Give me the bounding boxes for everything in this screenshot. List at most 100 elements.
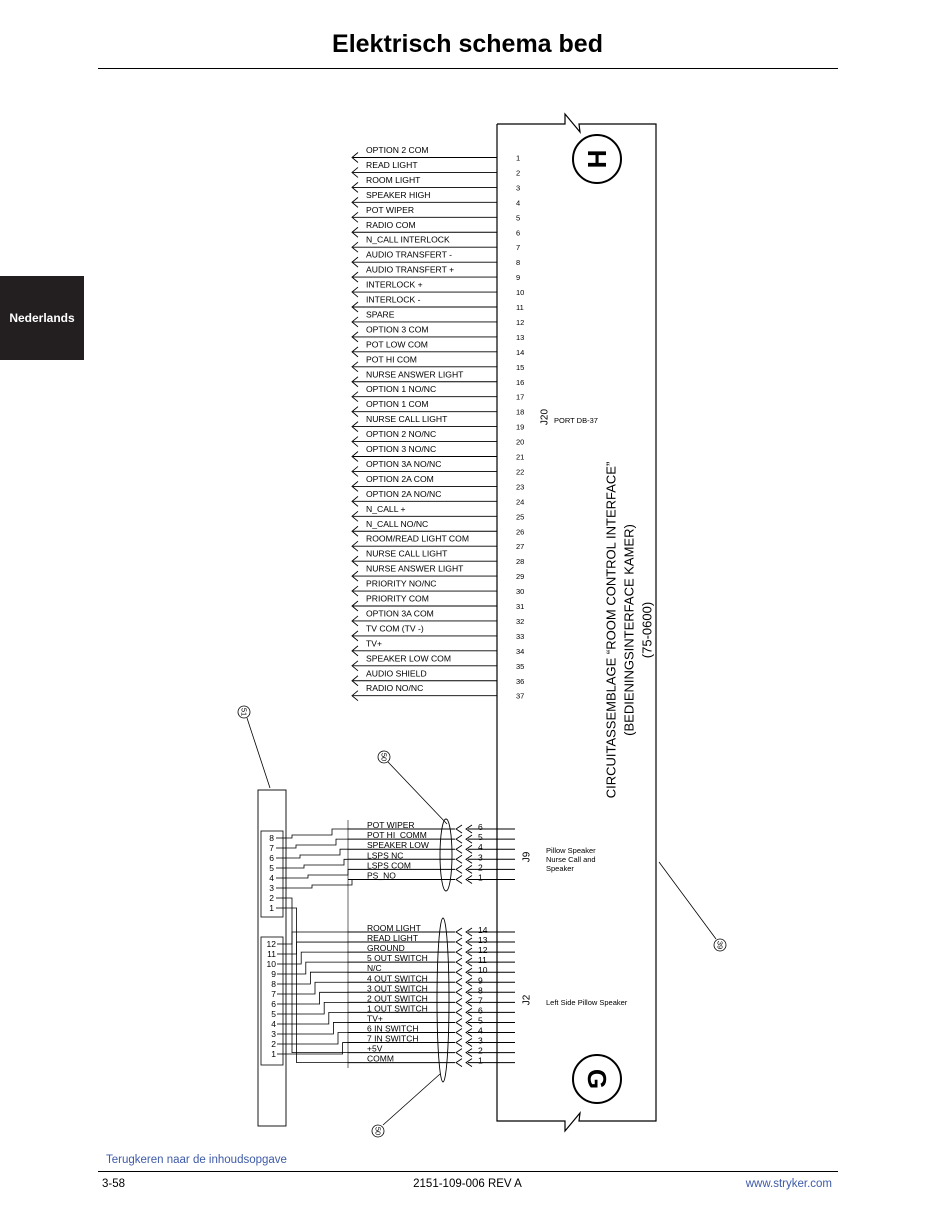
j20-pin-number: 16 [516,378,524,387]
j20-pin-arrow [351,406,359,417]
j20-signal-label: READ LIGHT [366,160,418,170]
j20-pin-arrow [351,211,359,223]
j2-pin-number: 6 [478,1005,483,1015]
callout-leader [382,1073,441,1126]
j20-pin-arrow [351,660,359,672]
j20-signal-label: ROOM LIGHT [366,175,421,185]
j20-pin-arrow [351,481,359,492]
j2-pin-number: 8 [478,985,483,995]
j9-signal-label: LSPS COM [367,860,411,870]
j20-pin-arrow [351,421,359,432]
j20-pin-number: 5 [516,213,520,222]
j20-pin-number: 9 [516,273,520,282]
j20-signal-label: TV+ [366,638,382,648]
j20-signal-label: AUDIO SHIELD [366,668,427,678]
callout-circle [371,1124,385,1138]
j20-pin-number: 34 [516,647,524,656]
j9-pin-arrow [465,844,473,854]
left-lower-pin-number: 6 [271,999,276,1009]
j20-pin-arrow [351,241,359,253]
j20-pin-number: 17 [516,393,524,402]
j2-label: J2 [522,994,533,1005]
j2-pin-arrow [465,1018,473,1027]
j20-signal-label: INTERLOCK + [366,280,423,290]
callout-label: 50 [380,753,389,761]
j2-pin-number: 3 [478,1036,483,1046]
j20-pin-number: 12 [516,318,524,327]
connector-g-label: G [582,1069,612,1089]
j2-pin-arrow [465,957,473,967]
connector-h-label: H [582,150,612,169]
j20-pin-arrow [351,182,359,193]
j2-pin-arrow [455,937,463,947]
language-tab[interactable]: Nederlands [0,276,84,360]
j9-pin-arrow [465,854,473,864]
website-link[interactable]: www.stryker.com [745,1178,832,1190]
j20-signal-label: RADIO COM [366,220,416,230]
j20-pin-arrow [351,376,359,388]
j20-pin-arrow [351,271,359,283]
j20-signal-label: SPARE [366,309,395,319]
j2-pin-arrow [465,987,473,997]
j20-signal-label: N_CALL NO/NC [366,519,428,529]
j20-signal-label: NURSE ANSWER LIGHT [366,564,464,574]
footer-rule [98,1171,838,1172]
j2-pin-number: 13 [478,935,488,945]
j2-signal-label: COMM [367,1054,394,1064]
toc-link[interactable]: Terugkeren naar de inhoudsopgave [106,1154,287,1166]
j9-description: Speaker [546,864,574,873]
left-upper-pin-number: 3 [269,883,274,893]
callout-leader [246,717,271,789]
j20-signal-label: PRIORITY NO/NC [366,579,437,589]
j9-pin-arrow [465,834,473,844]
j20-pin-number: 13 [516,333,524,342]
callout-label: 50 [374,1127,383,1135]
j20-pin-number: 18 [516,408,524,417]
j2-signal-label: ROOM LIGHT [367,923,421,933]
j20-pin-number: 30 [516,587,524,596]
harness-wire [286,907,348,1064]
j2-pin-arrow [465,927,473,937]
harness-wire [286,858,348,869]
left-upper-pin-number: 7 [269,843,274,853]
j9-pin-arrow [465,865,473,874]
j9-pin-number: 2 [478,862,483,872]
harness-wires [286,820,353,1068]
j2-pin-number: 1 [478,1056,483,1066]
left-upper-pin-number: 5 [269,863,274,873]
harness-wire [286,971,348,985]
j9-label: J9 [522,851,533,862]
j20-signal-label: INTERLOCK - [366,295,421,305]
j20-pin-number: 23 [516,482,524,491]
j2-pin-arrow [465,1048,473,1057]
j9-pin-number: 6 [478,822,483,832]
callout-leader [658,861,717,940]
j20-pin-number: 37 [516,692,524,701]
j20-pin-number: 4 [516,198,520,207]
j2-pin-number: 12 [478,945,488,955]
j20-pin-number: 15 [516,363,524,372]
j9-pin-arrow [465,824,473,834]
j2-pin-arrow [465,937,473,947]
callout-label: 39 [716,941,725,949]
j20-pin-arrow [351,675,359,687]
j20-pin-arrow [351,167,359,178]
j2-pin-arrow [455,967,463,977]
j20-pin-number: 22 [516,467,524,476]
j20-signal-label: OPTION 1 COM [366,399,429,409]
harness-wire [286,848,348,859]
j9-pin-number: 3 [478,852,483,862]
j2-pin-arrow [455,1048,463,1057]
j20-pin-number: 31 [516,602,524,611]
j20-signal-label: OPTION 3 NO/NC [366,444,436,454]
j20-pin-number: 3 [516,183,520,192]
j20-signal-label: OPTION 3A NO/NC [366,459,441,469]
j2-pin-arrow [465,997,473,1007]
j9-pin-number: 1 [478,873,483,883]
j20-pin-arrow [351,286,359,298]
doc-number: 2151-109-006 REV A [413,1178,522,1190]
left-lower-pin-number: 4 [271,1019,276,1029]
j20-pin-number: 11 [516,303,524,312]
